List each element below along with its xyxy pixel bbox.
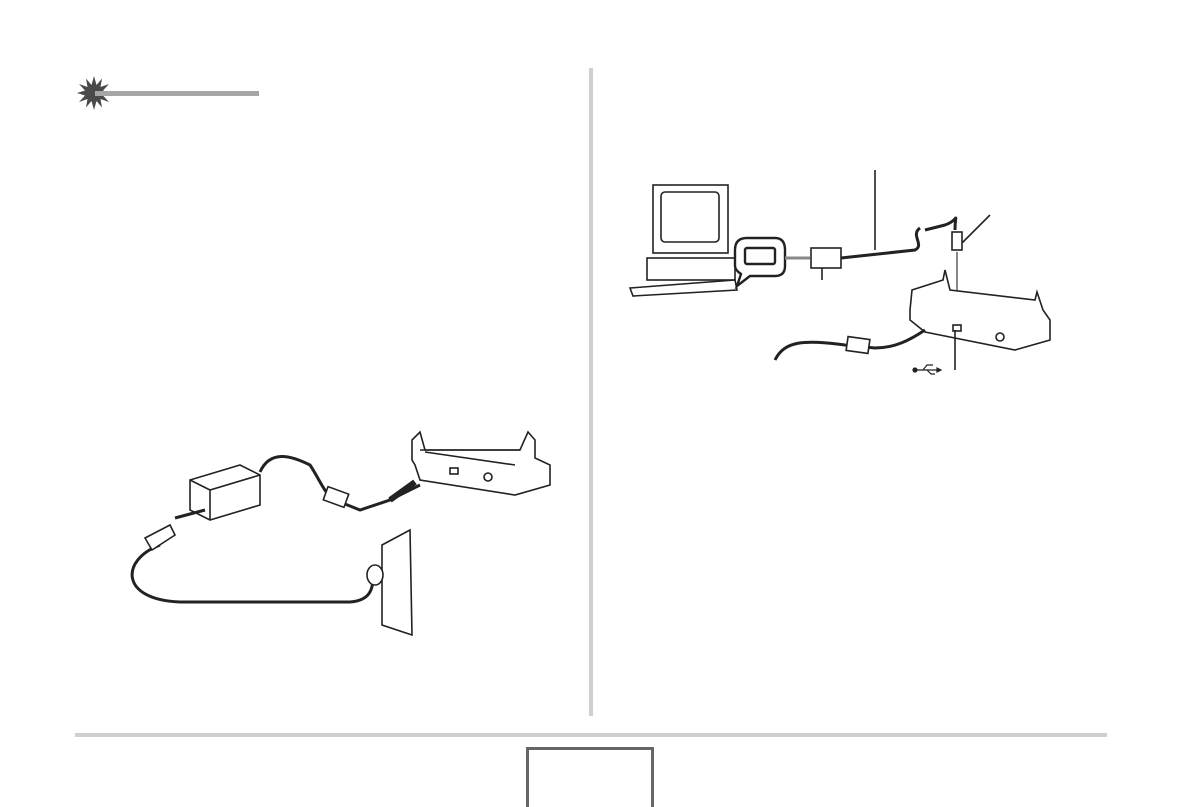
ac-adaptor-drawing [189,464,261,521]
usb-plug-mini [951,231,963,251]
dc-cable [773,328,926,361]
pc-usb-cradle-illustration [628,170,1051,375]
column-divider [589,68,593,716]
power-cord [130,543,377,604]
footer-rule [75,733,1107,737]
usb-symbol-icon [912,364,943,375]
ac-adaptor-cradle-illustration [130,430,551,637]
important-heading-rule [95,91,259,96]
important-starburst-icon [77,76,111,110]
arrow [174,508,206,520]
usb-port-callout [733,236,787,290]
dc-plug [388,479,417,503]
computer-drawing [628,184,738,297]
cradle-drawing [411,430,551,496]
cradle-drawing [909,269,1051,351]
page-number-box [526,747,654,807]
wall-outlet-drawing [366,528,413,637]
usb-plug-a [810,247,842,269]
